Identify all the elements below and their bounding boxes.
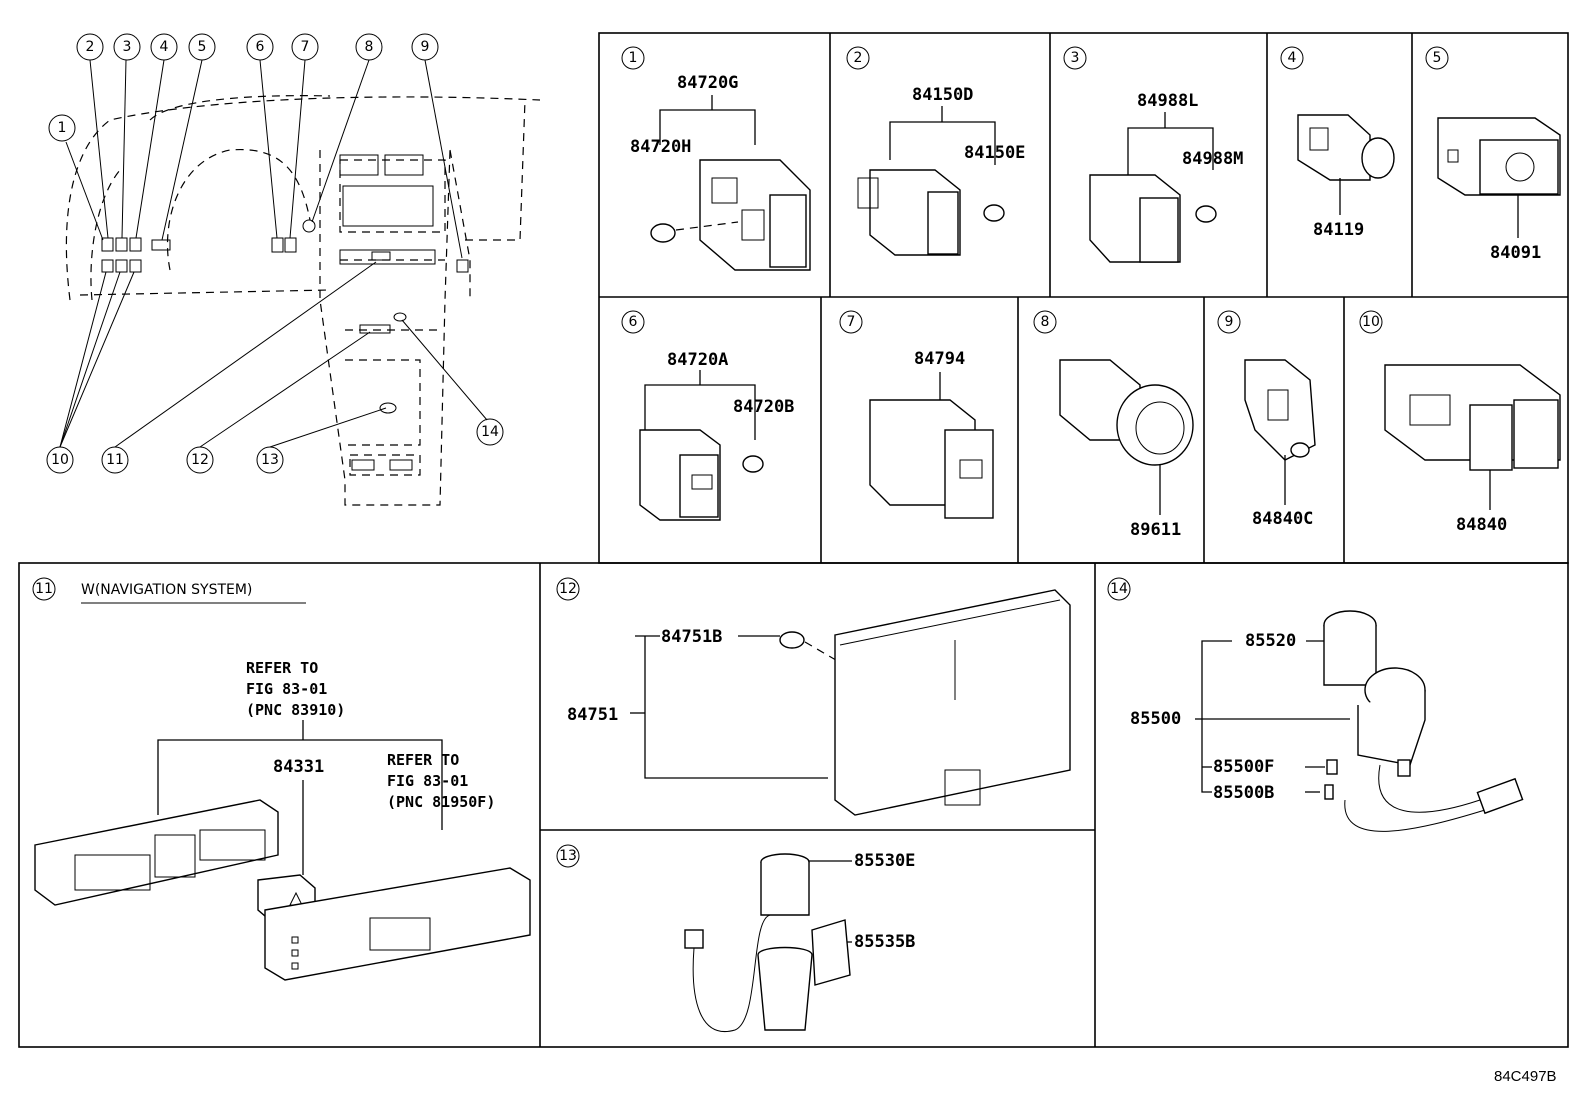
cell-10: 10 84840 xyxy=(1359,310,1561,535)
cell-5: 5 84091 xyxy=(1425,46,1561,263)
svg-text:14: 14 xyxy=(1110,581,1128,597)
part-84988L: 84988L xyxy=(1137,91,1198,111)
svg-text:11: 11 xyxy=(35,581,53,597)
svg-text:10: 10 xyxy=(51,452,69,468)
overview-callout-12: 12 xyxy=(186,446,214,474)
svg-text:2: 2 xyxy=(854,50,863,66)
part-84091: 84091 xyxy=(1490,243,1541,263)
overview-callout-2: 2 xyxy=(76,33,104,61)
part-85500B: 85500B xyxy=(1213,783,1274,803)
svg-text:1: 1 xyxy=(629,50,638,66)
svg-text:12: 12 xyxy=(559,581,577,597)
dashboard-overview: 1 2 3 4 5 6 7 8 9 10 11 12 13 14 xyxy=(46,33,541,506)
part-84840C: 84840C xyxy=(1252,509,1313,529)
part-85530E: 85530E xyxy=(854,851,915,871)
cell-8: 8 89611 xyxy=(1033,310,1194,540)
part-84720H: 84720H xyxy=(630,137,691,157)
svg-text:5: 5 xyxy=(198,39,207,55)
svg-text:7: 7 xyxy=(847,314,856,330)
overview-callout-1: 1 xyxy=(48,114,76,142)
refer-1-line2: FIG 83-01 xyxy=(246,680,327,698)
svg-text:6: 6 xyxy=(629,314,638,330)
part-85535B: 85535B xyxy=(854,932,915,952)
overview-callout-14: 14 xyxy=(476,418,504,446)
part-84751: 84751 xyxy=(567,705,618,725)
cell-12: 12 84751B 84751 xyxy=(556,577,1071,816)
cell-3: 3 84988L 84988M xyxy=(1063,46,1243,263)
part-84720A: 84720A xyxy=(667,350,728,370)
overview-callout-7: 7 xyxy=(291,33,319,61)
refer-2-line2: FIG 83-01 xyxy=(387,772,468,790)
cell-13: 13 85530E 85535B xyxy=(556,844,915,1032)
svg-text:9: 9 xyxy=(1225,314,1234,330)
svg-text:4: 4 xyxy=(160,39,169,55)
svg-text:7: 7 xyxy=(301,39,310,55)
svg-text:14: 14 xyxy=(481,424,499,440)
diagram-code: 84C497B xyxy=(1494,1068,1557,1085)
cell-1: 1 84720G 84720H xyxy=(621,46,811,271)
svg-text:6: 6 xyxy=(256,39,265,55)
svg-text:10: 10 xyxy=(1362,314,1380,330)
part-84751B: 84751B xyxy=(661,627,722,647)
refer-2-line1: REFER TO xyxy=(387,751,459,769)
part-84119: 84119 xyxy=(1313,220,1364,240)
svg-text:11: 11 xyxy=(106,452,124,468)
part-85520: 85520 xyxy=(1245,631,1296,651)
svg-text:5: 5 xyxy=(1433,50,1442,66)
svg-text:9: 9 xyxy=(421,39,430,55)
overview-callout-3: 3 xyxy=(113,33,141,61)
part-84840: 84840 xyxy=(1456,515,1507,535)
overview-callout-8: 8 xyxy=(355,33,383,61)
part-89611: 89611 xyxy=(1130,520,1181,540)
cell-11: 11 W(NAVIGATION SYSTEM) REFER TO FIG 83-… xyxy=(32,577,531,981)
overview-callout-4: 4 xyxy=(150,33,178,61)
part-85500: 85500 xyxy=(1130,709,1181,729)
svg-text:13: 13 xyxy=(261,452,279,468)
part-84794: 84794 xyxy=(914,349,965,369)
svg-text:8: 8 xyxy=(365,39,374,55)
refer-1-line1: REFER TO xyxy=(246,659,318,677)
part-85500F: 85500F xyxy=(1213,757,1274,777)
svg-text:2: 2 xyxy=(86,39,95,55)
part-84331: 84331 xyxy=(273,757,324,777)
svg-text:8: 8 xyxy=(1041,314,1050,330)
cell-9: 9 84840C xyxy=(1217,310,1316,529)
svg-text:13: 13 xyxy=(559,848,577,864)
cell-14: 14 85520 85500 85500F 85500B xyxy=(1107,577,1524,832)
cell-7: 7 84794 xyxy=(839,310,994,519)
svg-text:12: 12 xyxy=(191,452,209,468)
overview-callout-9: 9 xyxy=(411,33,439,61)
grid-frame xyxy=(18,32,1569,1048)
svg-text:1: 1 xyxy=(58,120,67,136)
refer-1-line3: (PNC 83910) xyxy=(246,701,345,719)
navigation-note: W(NAVIGATION SYSTEM) xyxy=(81,582,252,598)
svg-text:3: 3 xyxy=(1071,50,1080,66)
overview-callout-10: 10 xyxy=(46,446,74,474)
part-84720G: 84720G xyxy=(677,73,738,93)
cell-4: 4 84119 xyxy=(1280,46,1395,240)
overview-callout-5: 5 xyxy=(188,33,216,61)
svg-text:4: 4 xyxy=(1288,50,1297,66)
cell-6: 6 84720A 84720B xyxy=(621,310,794,521)
cell-2: 2 84150D 84150E xyxy=(846,46,1025,256)
overview-callout-6: 6 xyxy=(246,33,274,61)
overview-callout-13: 13 xyxy=(256,446,284,474)
overview-callout-11: 11 xyxy=(101,446,129,474)
svg-text:3: 3 xyxy=(123,39,132,55)
part-84150D: 84150D xyxy=(912,85,973,105)
part-84720B: 84720B xyxy=(733,397,794,417)
refer-2-line3: (PNC 81950F) xyxy=(387,793,495,811)
